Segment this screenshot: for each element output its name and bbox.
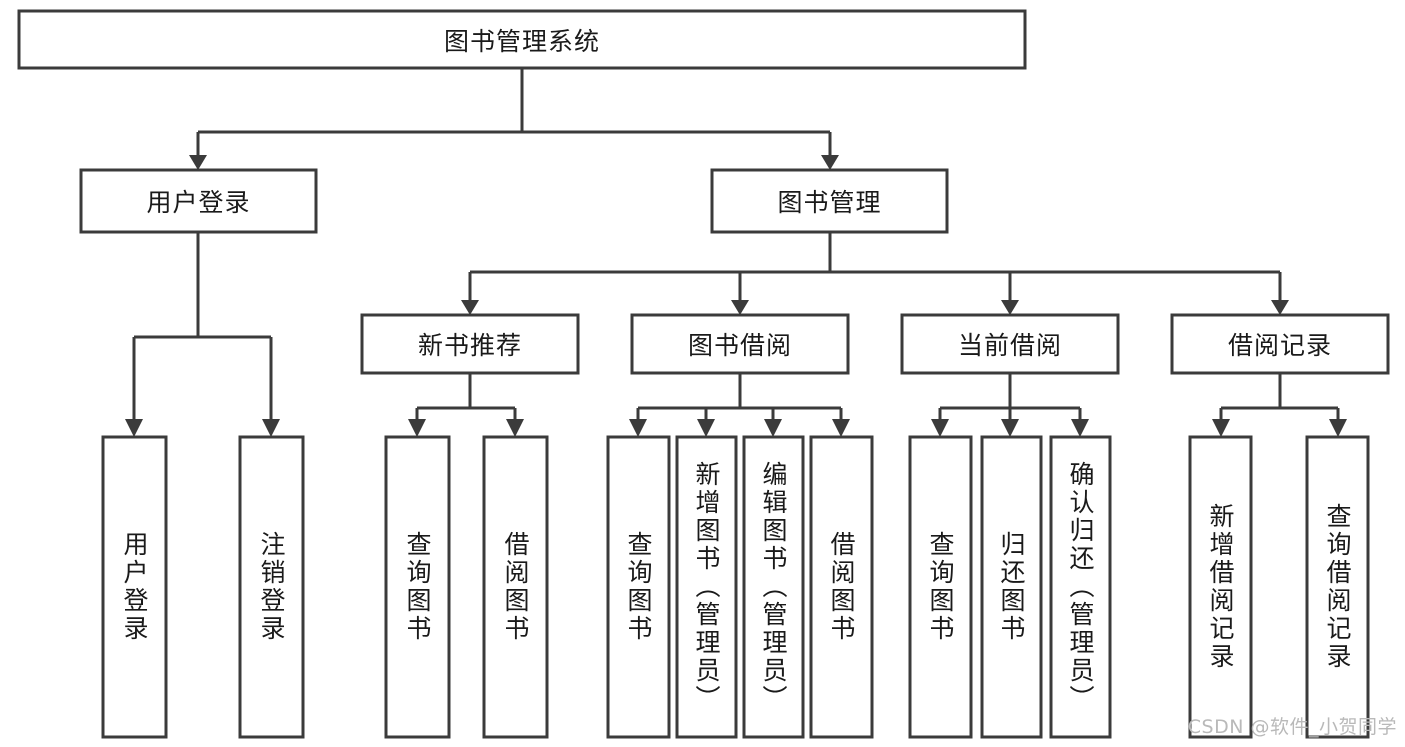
connectors-layer: [125, 68, 1347, 437]
node-box-leaf-query-record[interactable]: [1305, 435, 1370, 739]
node-box-leaf-add-book[interactable]: [675, 435, 738, 739]
connector-bookborrow-bus: [636, 373, 843, 422]
node-box-current-borrow[interactable]: [900, 313, 1120, 375]
arrowhead-to-leaf-borrow-book-2: [832, 419, 850, 437]
connector-root-bus: [196, 68, 832, 155]
connector-bookmanage-bus: [468, 232, 1282, 300]
connector-borrowrecord-bus: [1219, 373, 1340, 422]
connector-userlogin-bus: [132, 232, 273, 422]
node-box-leaf-edit-book[interactable]: [742, 435, 805, 739]
arrowhead-to-leaf-add-book: [697, 419, 715, 437]
arrowhead-to-leaf-query-book-3: [931, 419, 949, 437]
node-box-root[interactable]: [17, 9, 1027, 70]
node-box-leaf-return-book[interactable]: [980, 435, 1043, 739]
node-box-new-book-rec[interactable]: [360, 313, 580, 375]
arrowhead-to-new-book-rec: [461, 300, 479, 315]
arrowhead-to-leaf-borrow-book-1: [506, 419, 524, 437]
arrowhead-to-leaf-add-record: [1212, 419, 1230, 437]
arrowhead-to-book-manage: [821, 155, 839, 170]
node-box-leaf-borrow-book-2[interactable]: [809, 435, 874, 739]
node-box-leaf-confirm-return[interactable]: [1049, 435, 1112, 739]
node-box-leaf-borrow-book-1[interactable]: [482, 435, 549, 739]
node-box-user-login[interactable]: [79, 168, 318, 234]
arrowhead-to-leaf-user-login: [125, 419, 143, 437]
nodes-layer: [17, 9, 1390, 739]
arrowhead-to-leaf-return-book: [1001, 419, 1019, 437]
arrowhead-to-current-borrow: [1001, 300, 1019, 315]
arrowhead-to-leaf-query-record: [1329, 419, 1347, 437]
arrowhead-to-leaf-edit-book: [764, 419, 782, 437]
connector-currentborrow-bus: [938, 373, 1082, 422]
node-box-book-manage[interactable]: [710, 168, 949, 234]
node-box-leaf-logout[interactable]: [238, 435, 305, 739]
connector-newbookrec-bus: [415, 373, 517, 422]
node-box-borrow-record[interactable]: [1170, 313, 1390, 375]
arrowhead-to-borrow-record: [1271, 300, 1289, 315]
node-box-leaf-add-record[interactable]: [1188, 435, 1253, 739]
arrowhead-to-leaf-confirm-return: [1071, 419, 1089, 437]
node-box-leaf-query-book-2[interactable]: [606, 435, 671, 739]
arrowhead-to-leaf-query-book-1: [408, 419, 426, 437]
arrowhead-to-leaf-query-book-2: [629, 419, 647, 437]
arrowhead-to-leaf-logout: [262, 419, 280, 437]
node-box-book-borrow[interactable]: [630, 313, 850, 375]
node-box-leaf-user-login[interactable]: [101, 435, 168, 739]
arrowhead-to-user-login: [189, 155, 207, 170]
arrowhead-to-book-borrow: [731, 300, 749, 315]
node-box-leaf-query-book-3[interactable]: [908, 435, 973, 739]
node-box-leaf-query-book-1[interactable]: [384, 435, 451, 739]
